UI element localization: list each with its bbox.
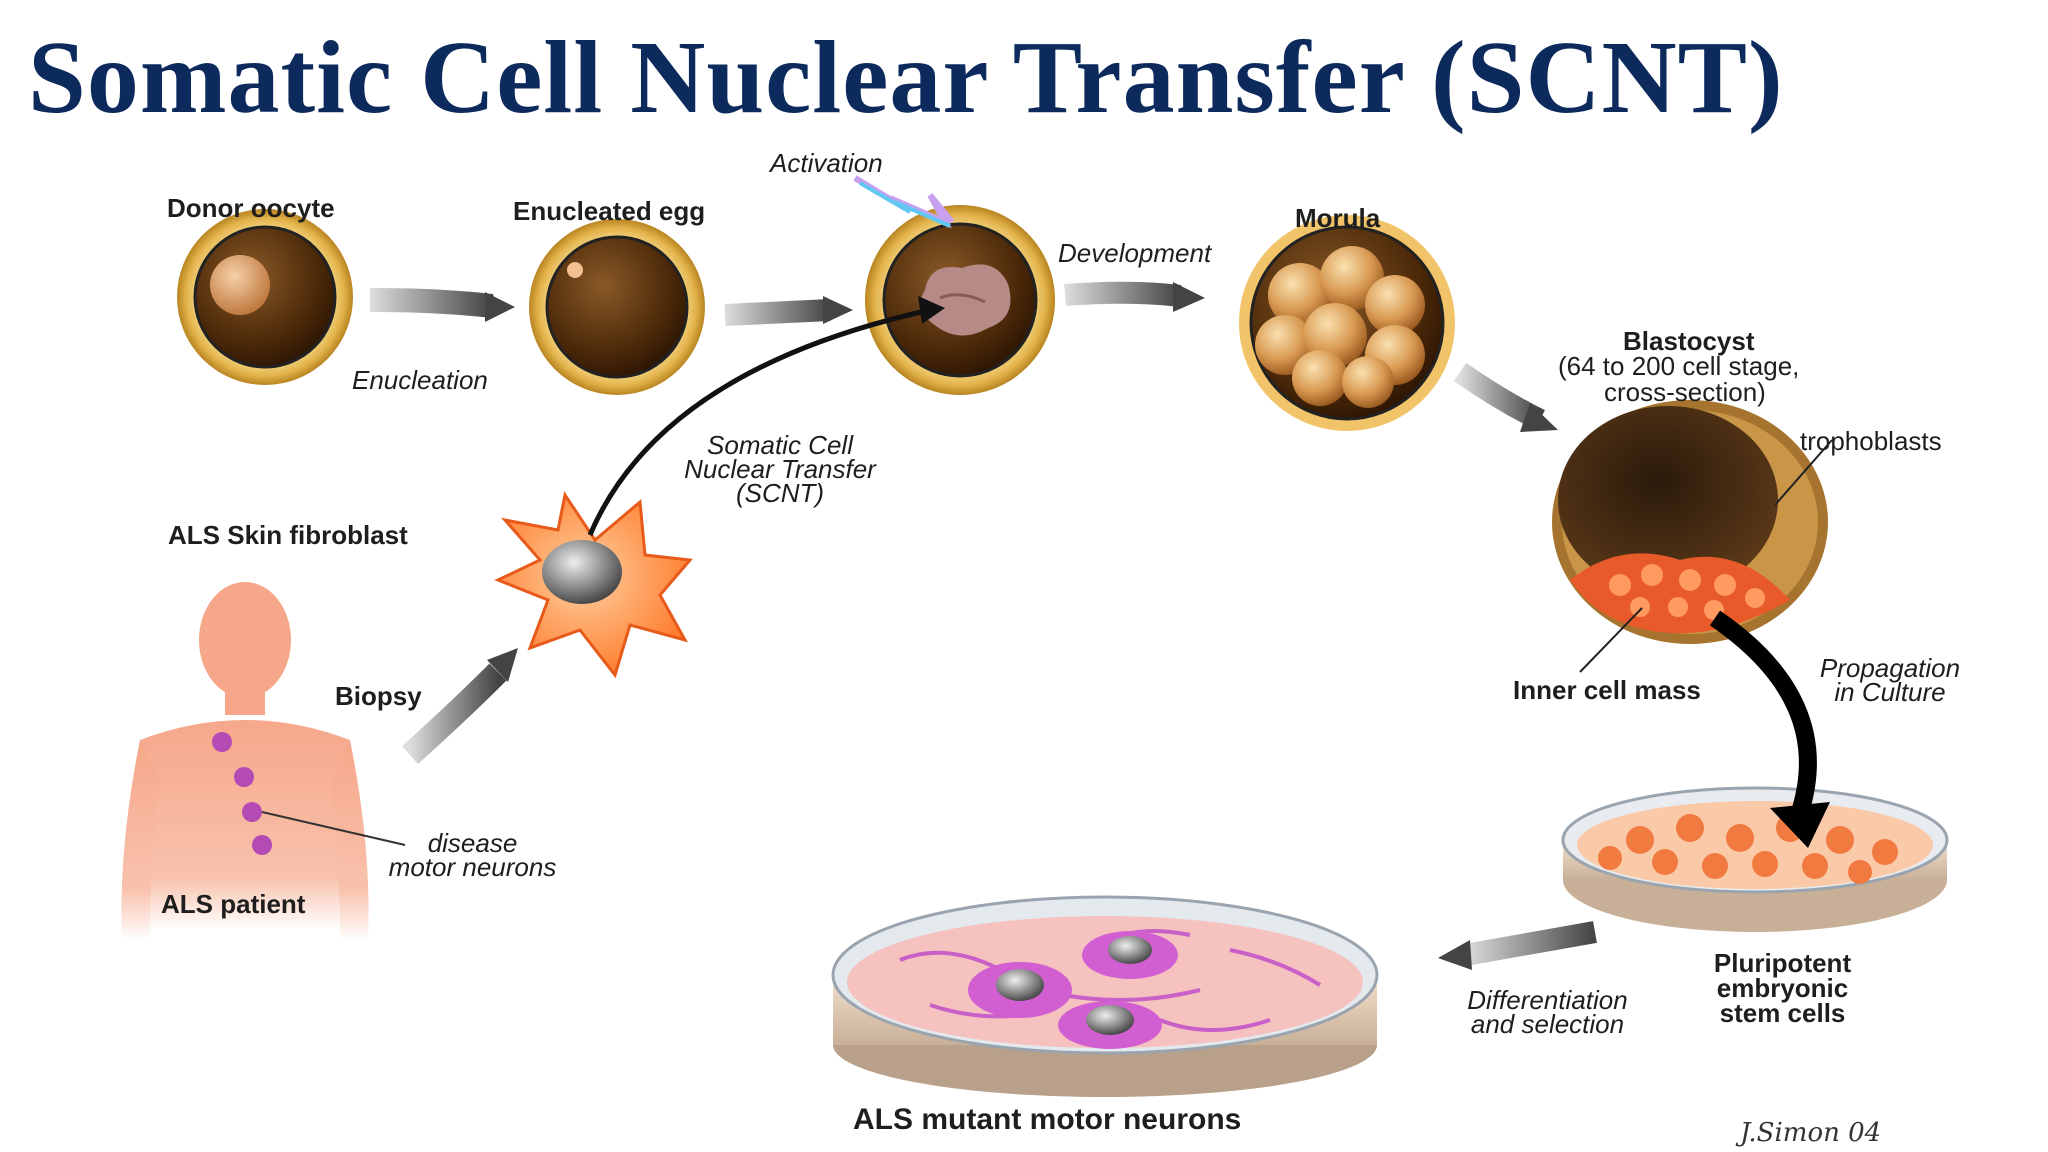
label-disease-line2: motor neurons <box>388 852 557 882</box>
stem-cell-dish <box>1561 786 1949 932</box>
label-enucleated-egg: Enucleated egg <box>513 196 706 226</box>
label-activation: Activation <box>770 148 883 178</box>
label-development: Development <box>1058 238 1212 268</box>
flow-arrows <box>369 281 1830 970</box>
label-scnt-line1: Somatic Cell <box>707 430 853 460</box>
label-morula: Morula <box>1295 203 1381 233</box>
label-inner-cell-mass: Inner cell mass <box>1513 675 1701 705</box>
label-propagation-line1: Propagation <box>1819 653 1961 683</box>
neuron-dish <box>831 895 1379 1097</box>
activated-egg <box>865 205 1055 395</box>
label-differentiation-line2: and selection <box>1470 1009 1625 1039</box>
skin-fibroblast <box>494 491 693 679</box>
label-biopsy: Biopsy <box>335 681 422 711</box>
label-skin-fibroblast: ALS Skin fibroblast <box>168 520 408 550</box>
label-blastocyst: Blastocyst <box>1623 326 1755 356</box>
label-pluripotent-line3: stem cells <box>1719 998 1846 1028</box>
label-scnt-line2: Nuclear Transfer <box>684 454 876 484</box>
label-differentiation-line1: Differentiation <box>1467 985 1628 1015</box>
blastocyst <box>1552 400 1833 673</box>
label-als-mutant-motor-neurons: ALS mutant motor neurons <box>853 1103 1242 1136</box>
label-trophoblasts: trophoblasts <box>1800 426 1942 456</box>
label-pluripotent-line1: Pluripotent <box>1713 948 1852 978</box>
artist-signature: J.Simon 04 <box>1740 1118 1882 1148</box>
activation-spark <box>853 175 955 229</box>
label-blastocyst-section: cross-section) <box>1604 377 1766 407</box>
label-blastocyst-stage: (64 to 200 cell stage, <box>1558 351 1800 381</box>
donor-oocyte <box>177 209 353 385</box>
page-title: Somatic Cell Nuclear Transfer (SCNT) <box>28 20 1784 135</box>
label-donor-oocyte: Donor oocyte <box>167 193 335 223</box>
label-enucleation: Enucleation <box>352 365 488 395</box>
morula <box>1239 215 1455 431</box>
label-propagation-line2: in Culture <box>1834 677 1946 707</box>
patient-silhouette <box>121 582 406 940</box>
enucleated-egg <box>529 219 705 395</box>
label-scnt-line3: (SCNT) <box>735 478 825 508</box>
label-disease-line1: disease <box>427 828 518 858</box>
label-als-patient: ALS patient <box>161 889 306 919</box>
label-pluripotent-line2: embryonic <box>1716 973 1849 1003</box>
